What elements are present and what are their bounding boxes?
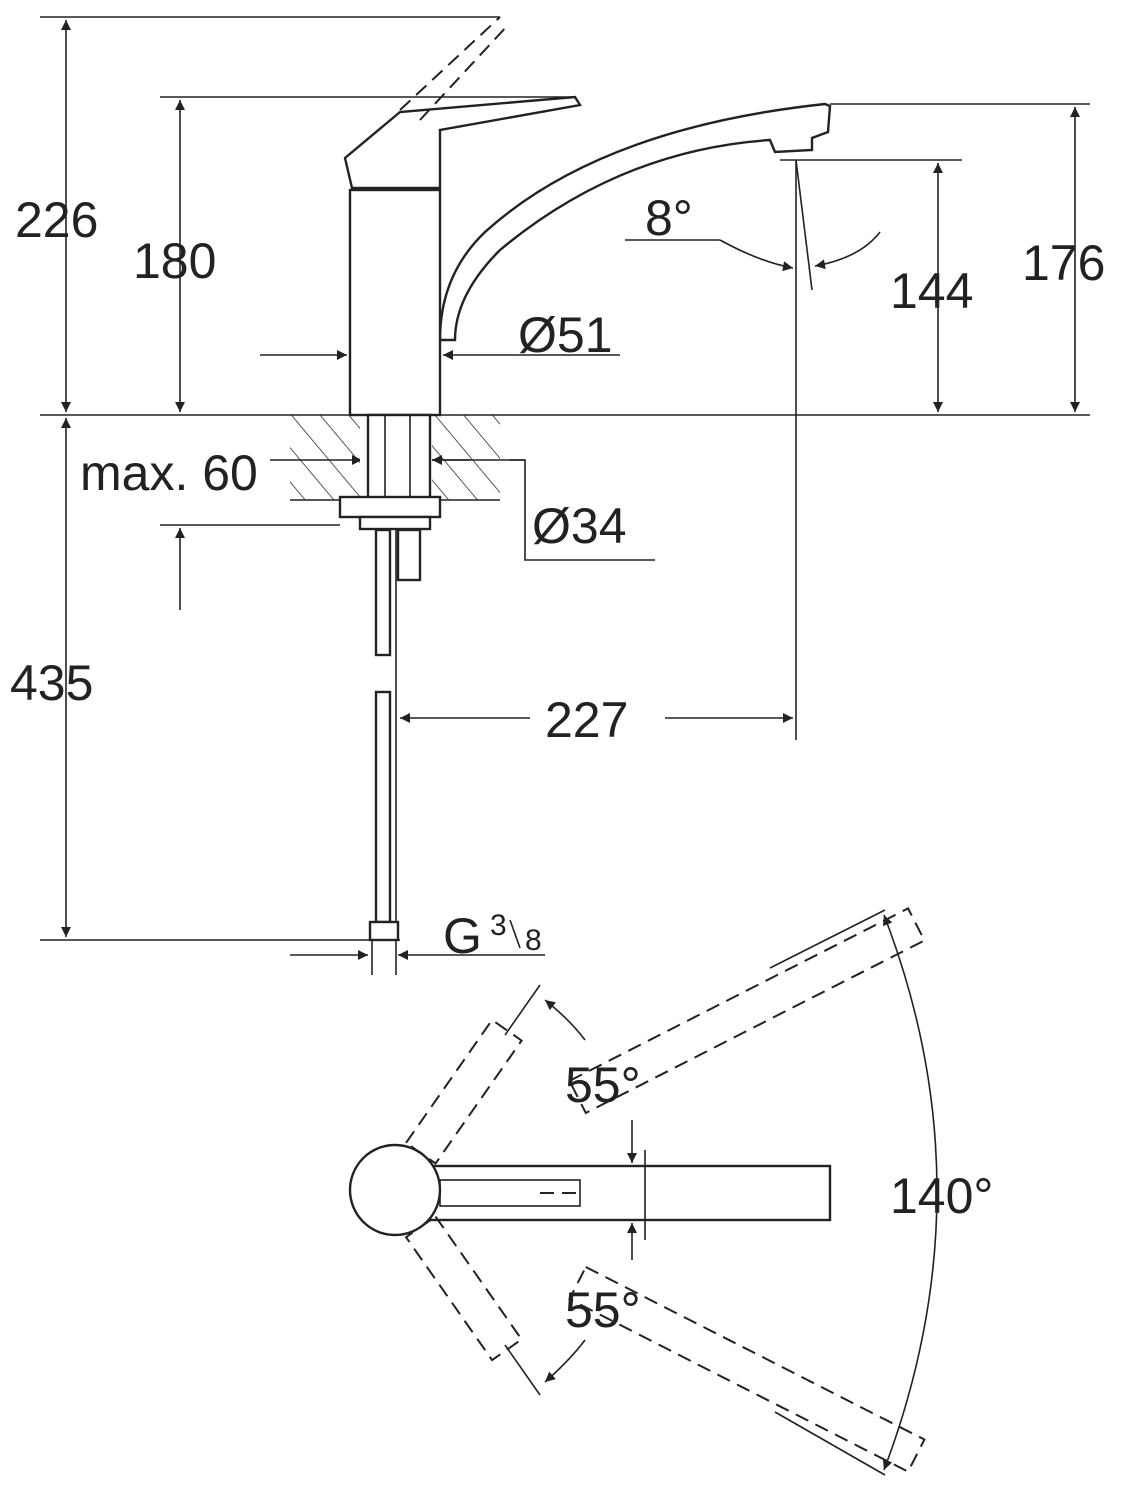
label-swivel-right: 55° — [565, 1282, 641, 1338]
reference-lines — [40, 16, 1090, 941]
label-swivel-total: 140° — [890, 1168, 993, 1224]
label-outlet-angle: 8° — [645, 190, 693, 246]
connection-numerator: 3 — [490, 909, 507, 942]
connection-thread: G — [443, 908, 482, 964]
label-shank-diameter: Ø34 — [532, 498, 627, 554]
label-spout-height: 176 — [1022, 235, 1105, 291]
label-handle-height: 180 — [133, 233, 216, 289]
connection-denominator: 8 — [525, 924, 542, 957]
label-hose-length: 435 — [10, 655, 93, 711]
faucet-top-view — [348, 907, 938, 1476]
label-outlet-height: 144 — [890, 263, 973, 319]
label-spout-reach: 227 — [545, 692, 628, 748]
faucet-side-view — [338, 16, 832, 582]
label-connection: G 3 8 — [443, 908, 542, 964]
label-max-thickness: max. 60 — [80, 445, 258, 501]
label-total-height: 226 — [15, 192, 98, 248]
label-swivel-left: 55° — [565, 1057, 641, 1113]
supply-hose — [368, 528, 400, 975]
label-body-diameter: Ø51 — [518, 307, 613, 363]
